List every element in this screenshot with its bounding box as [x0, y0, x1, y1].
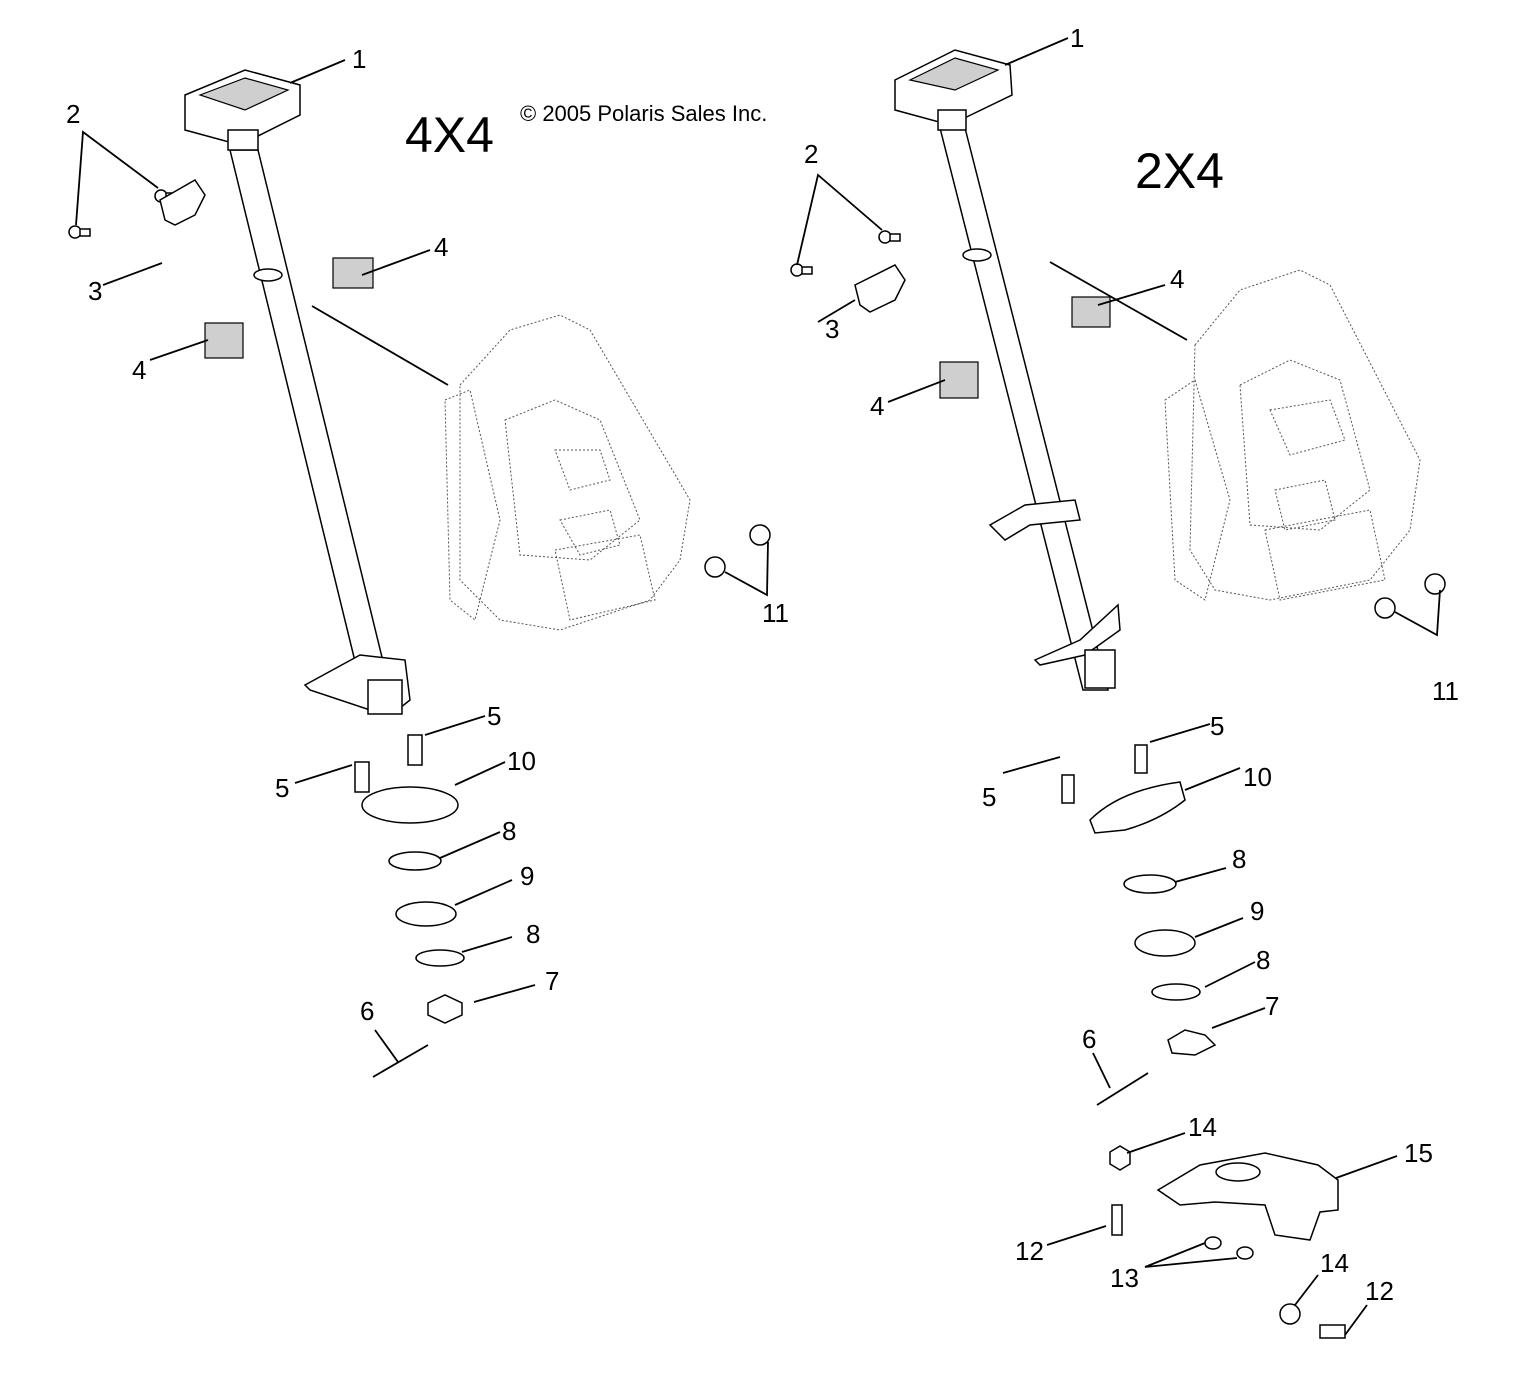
callout: 14	[1188, 1112, 1217, 1142]
callout: 9	[520, 861, 534, 891]
view-2x4: 2X4	[790, 23, 1459, 1339]
callout: 5	[487, 701, 501, 731]
callout: 13	[1110, 1263, 1139, 1293]
callout: 10	[507, 746, 536, 776]
part-5-bolt	[407, 734, 423, 766]
part-7-nut	[427, 994, 463, 1024]
callout: 5	[982, 782, 996, 812]
part-10-bearing-housing	[361, 786, 459, 824]
callout: 15	[1404, 1138, 1433, 1168]
part-6-cotter-pin	[1096, 1072, 1149, 1106]
part-15-mount-bracket	[1156, 1152, 1339, 1241]
steering-post	[894, 49, 1121, 691]
part-2-screws	[68, 189, 177, 239]
part-9-bushing	[395, 901, 457, 927]
part-10-bearing-housing	[1089, 781, 1186, 834]
callout: 4	[1170, 264, 1184, 294]
view-title: 2X4	[1135, 143, 1224, 199]
part-8-washer	[415, 949, 465, 967]
part-3-clip	[159, 179, 206, 226]
part-8-washer	[388, 851, 442, 871]
part-5-bolt	[1134, 744, 1148, 774]
callout: 1	[352, 44, 366, 74]
callout: 2	[804, 139, 818, 169]
callout: 4	[434, 232, 448, 262]
callout: 2	[66, 99, 80, 129]
callout: 8	[502, 816, 516, 846]
leader-lines	[75, 59, 769, 1063]
callout: 9	[1250, 896, 1264, 926]
leader-lines	[796, 37, 1441, 1336]
part-11-nut	[1424, 573, 1446, 595]
callout: 6	[1082, 1024, 1096, 1054]
view-title: 4X4	[405, 107, 494, 163]
frame-bracket	[444, 314, 691, 631]
frame-bracket	[1164, 269, 1421, 601]
callout: 7	[545, 966, 559, 996]
part-5-bolt	[354, 761, 370, 793]
callout: 12	[1015, 1236, 1044, 1266]
callout: 8	[1232, 844, 1246, 874]
part-4-block	[204, 322, 244, 359]
steering-post	[184, 69, 411, 715]
part-13-nut	[1236, 1246, 1254, 1260]
part-11-nut	[1374, 597, 1396, 619]
part-2-screws	[790, 230, 901, 277]
part-11-nut	[749, 524, 771, 546]
callout: 7	[1265, 991, 1279, 1021]
part-14-nut	[1279, 1303, 1301, 1325]
part-6-cotter-pin	[372, 1044, 429, 1078]
part-3-clip	[854, 264, 906, 313]
callout: 3	[88, 276, 102, 306]
part-8-washer	[1123, 874, 1177, 894]
part-4-block	[1071, 296, 1111, 328]
callout: 4	[132, 355, 146, 385]
part-12-bolt	[1111, 1204, 1123, 1236]
callout: 5	[275, 773, 289, 803]
callout: 6	[360, 996, 374, 1026]
callout: 5	[1210, 711, 1224, 741]
callout: 8	[526, 919, 540, 949]
part-7-nut	[1167, 1029, 1217, 1056]
part-11-nut	[704, 556, 726, 578]
callouts: 1 2 3 4 4 5 5 10 8 9 8 7 6 11 14 15 12 1…	[804, 23, 1459, 1306]
copyright-text: © 2005 Polaris Sales Inc.	[520, 101, 767, 126]
part-4-block	[939, 361, 979, 399]
callout: 8	[1256, 945, 1270, 975]
callouts: 1 2 3 4 4 5 5 10 8 9 8 7 6 11	[66, 44, 789, 1026]
part-12-bolt	[1319, 1324, 1346, 1339]
view-4x4: 4X4 © 2005 Polaris Sales Inc.	[66, 44, 789, 1078]
callout: 12	[1365, 1276, 1394, 1306]
callout: 11	[1432, 676, 1459, 706]
callout: 10	[1243, 762, 1272, 792]
part-13-nut	[1204, 1236, 1222, 1250]
callout: 14	[1320, 1248, 1349, 1278]
callout: 3	[825, 314, 839, 344]
part-9-bushing	[1134, 929, 1196, 957]
callout: 4	[870, 391, 884, 421]
callout: 1	[1070, 23, 1084, 53]
callout: 11	[762, 598, 789, 628]
part-8-washer	[1151, 983, 1201, 1001]
part-5-bolt	[1061, 774, 1075, 804]
part-14-nut	[1109, 1145, 1131, 1171]
